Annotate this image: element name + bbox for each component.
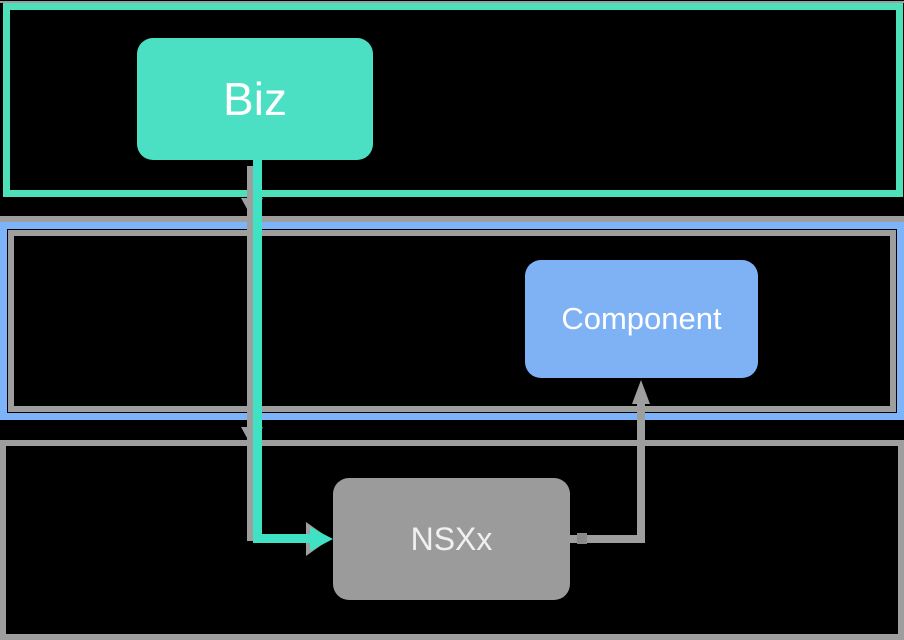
arrowhead-biz-to-nsxx-teal xyxy=(310,527,333,551)
biz-node-label: Biz xyxy=(223,73,287,125)
biz-node: Biz xyxy=(137,38,373,160)
middle-lane-shadow xyxy=(0,216,904,222)
top-lane xyxy=(3,3,903,197)
top-lane-shadow xyxy=(0,1,904,3)
middle-lane xyxy=(0,222,904,420)
nsxx-node: NSXx xyxy=(333,478,570,600)
edge-nsxx-to-component-horizontal xyxy=(570,535,645,543)
edge-biz-to-nsxx-horizontal xyxy=(253,534,313,543)
edge-biz-down-gray xyxy=(247,166,253,541)
arrowhead-nsxx-to-component xyxy=(632,380,650,404)
nsxx-node-label: NSXx xyxy=(410,520,493,557)
edge-nsxx-to-component-vertical xyxy=(637,398,645,543)
edge-biz-to-nsxx-vertical xyxy=(253,158,262,540)
edge-nsxx-start-stub xyxy=(577,533,587,544)
middle-lane-inner-border xyxy=(8,230,896,412)
component-node-label: Component xyxy=(561,301,722,336)
bottom-lane xyxy=(0,440,904,640)
component-node: Component xyxy=(525,260,758,378)
